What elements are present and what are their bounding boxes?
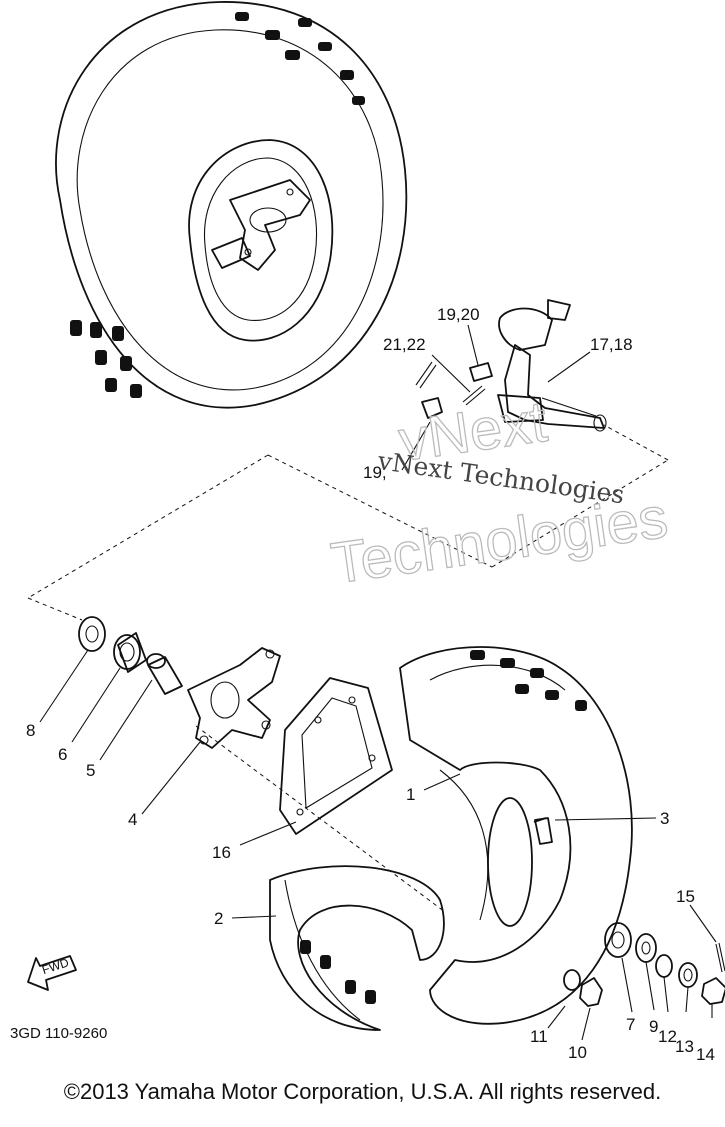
assembly-reference-lines: [27, 424, 669, 913]
callout-15: 15: [676, 887, 695, 906]
callout-4: 4: [128, 810, 137, 829]
callout-16: 16: [212, 843, 231, 862]
callout-3: 3: [660, 809, 669, 828]
callout-13: 13: [675, 1037, 694, 1056]
parts-diagram: 1 2 3 4 5 6 7 8 9 10 11 12 13 14 15 16 1…: [10, 1, 725, 1060]
exploded-parts-illustration: [27, 616, 725, 1041]
callout-21-22: 21,22: [383, 335, 426, 354]
callout-6: 6: [58, 745, 67, 764]
callout-12: 12: [658, 1027, 677, 1046]
callout-11: 11: [530, 1027, 548, 1046]
copyright-notice: ©2013 Yamaha Motor Corporation, U.S.A. A…: [63, 1079, 662, 1104]
callout-7: 7: [626, 1015, 635, 1034]
callout-2: 2: [214, 909, 223, 928]
callout-1: 1: [406, 785, 415, 804]
watermark: vNext Technologies vNext Technologies: [327, 388, 673, 597]
callout-8: 8: [26, 721, 35, 740]
callout-14: 14: [696, 1045, 715, 1060]
steering-knuckle-illustration: [401, 299, 607, 471]
callout-9: 9: [649, 1017, 658, 1036]
callout-17-18: 17,18: [590, 335, 633, 354]
drawing-number: 3GD 110-9260: [10, 1025, 107, 1042]
callout-19-20: 19,20: [437, 305, 480, 324]
callout-10: 10: [568, 1043, 587, 1060]
assembled-wheel-illustration: [55, 1, 408, 409]
callout-5: 5: [86, 761, 95, 780]
callout-19-partial: 19,: [363, 463, 387, 482]
callout-labels: 1 2 3 4 5 6 7 8 9 10 11 12 13 14 15 16 1…: [10, 305, 715, 1060]
